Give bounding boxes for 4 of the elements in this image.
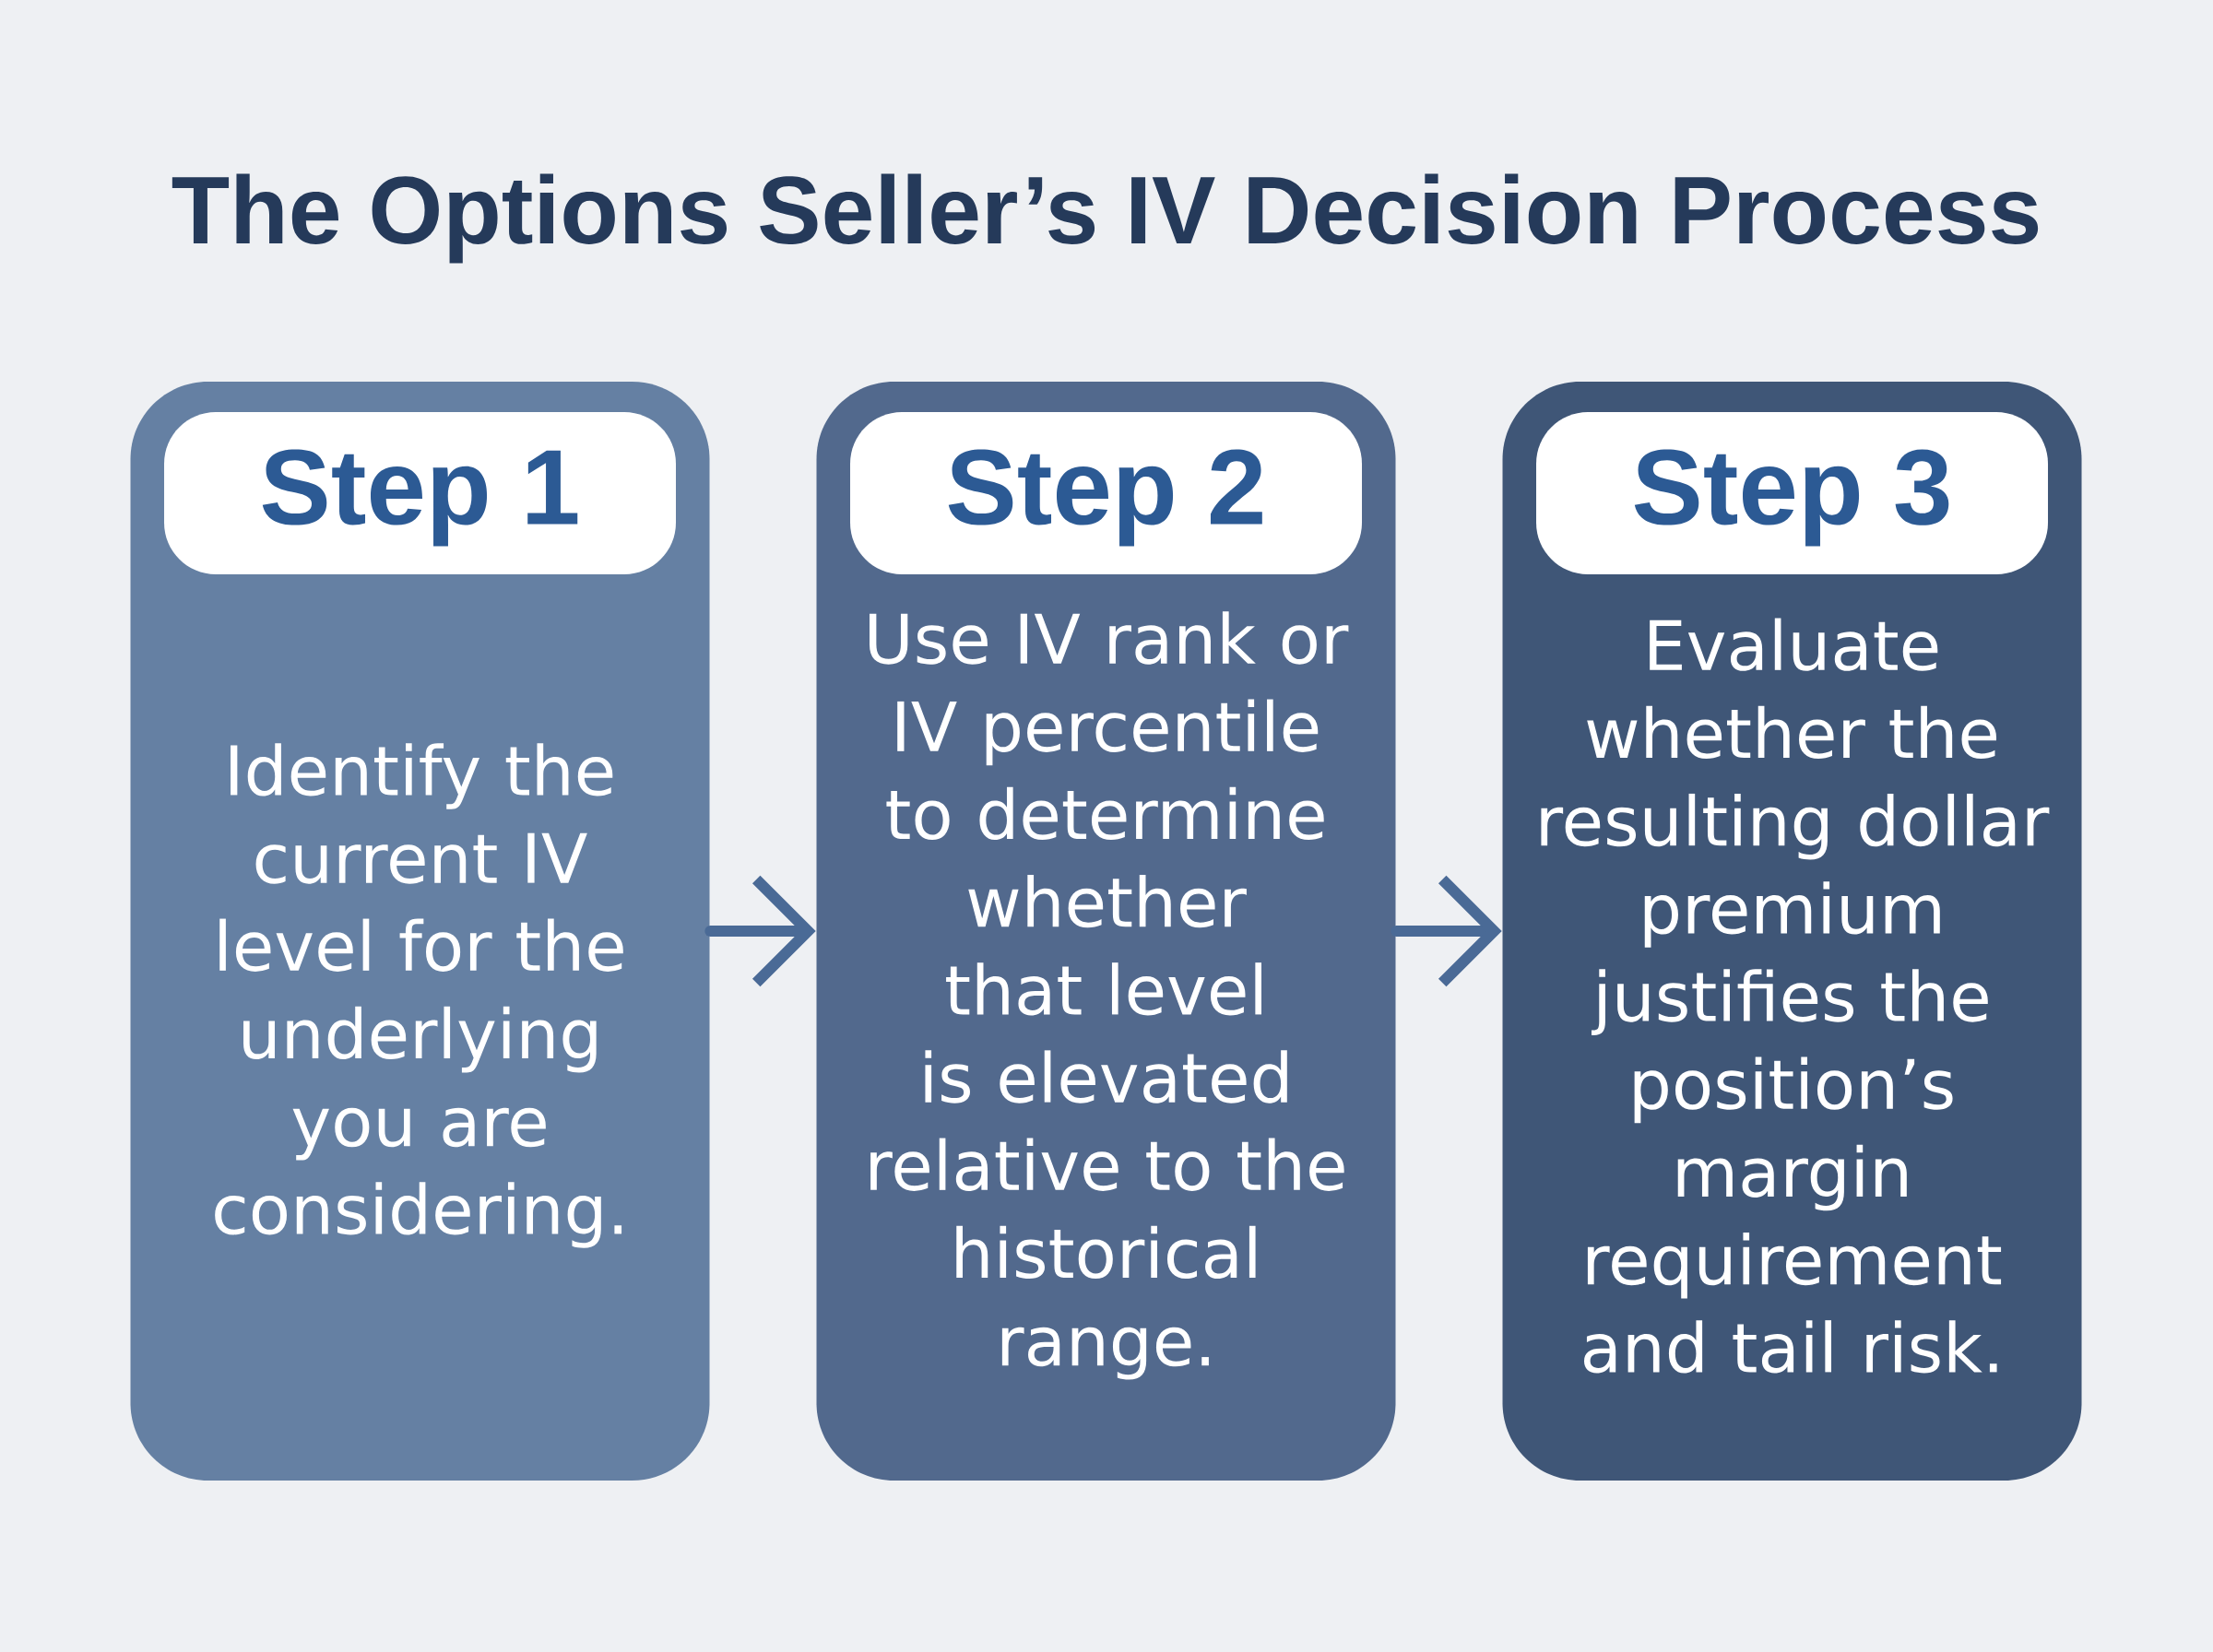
step-card: Step 1 Identify the current IV level for the underlying you are considering. [130,382,710,1481]
step-card: Step 2 Use IV rank or IV percentile to determine whether that level is elevated relative to the historical range. [816,382,1396,1481]
title: The Options Seller’s IV Decision Process [172,173,2039,264]
step-card: Step 3 Evaluate whether the resulting dollar premium justifies the position’s margin requirement and tail risk. [1502,382,2082,1481]
